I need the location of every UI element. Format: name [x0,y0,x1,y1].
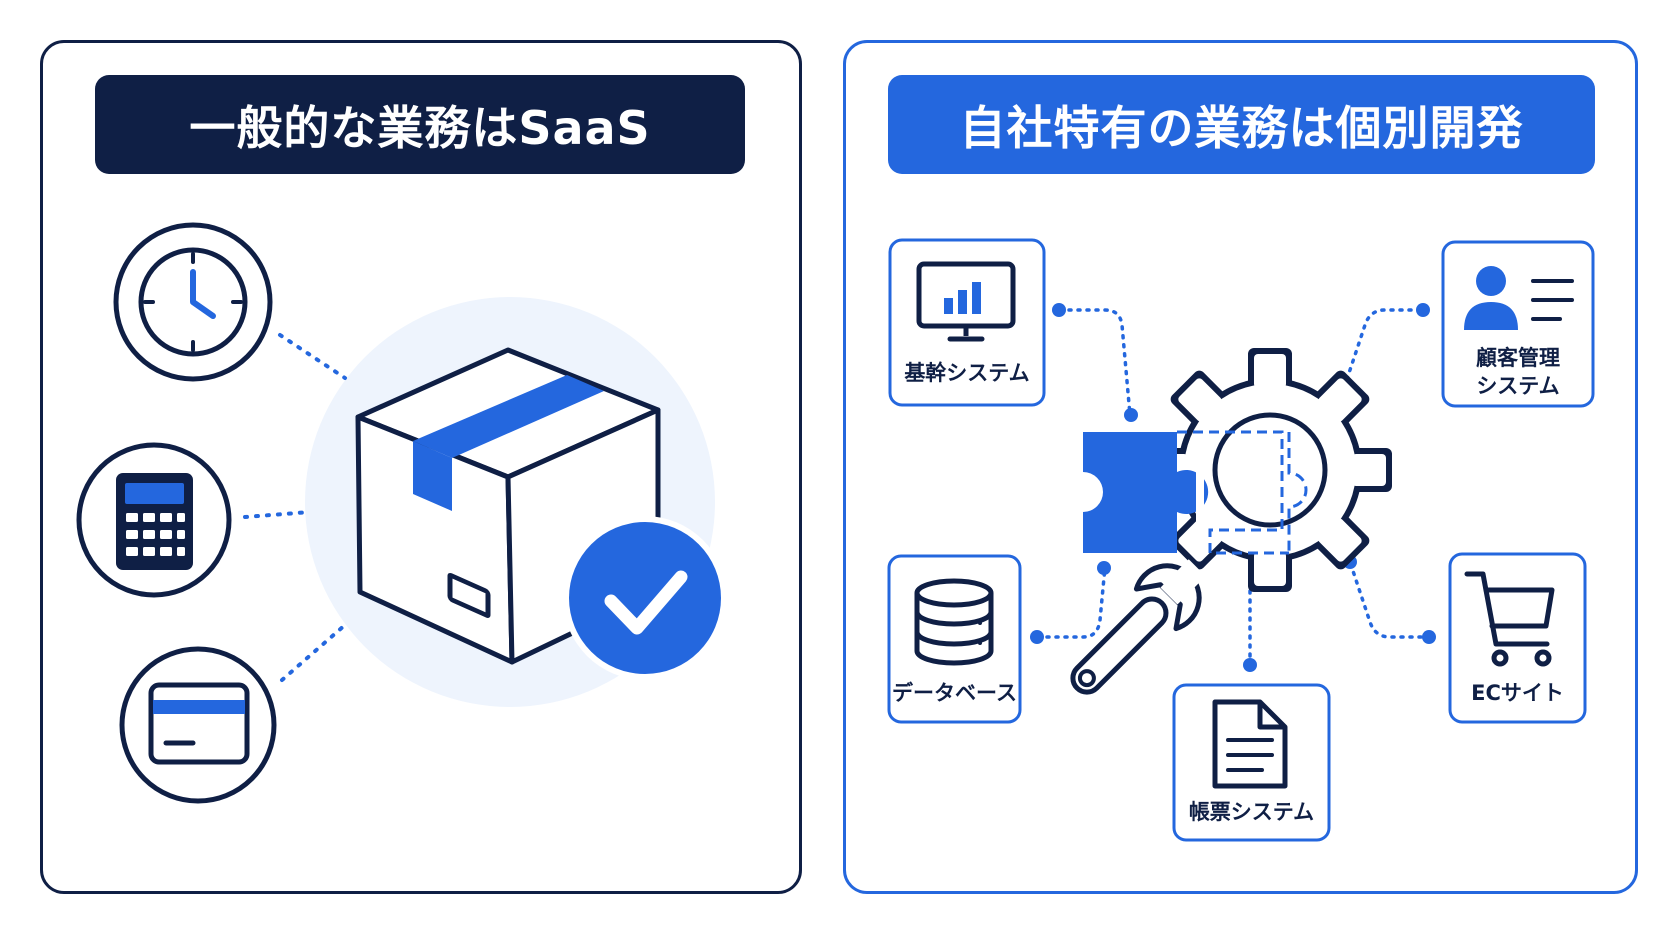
calculator-icon [76,442,232,598]
system-label-core: 基幹システム [904,361,1030,385]
system-label-crm: 顧客管理 システム [1476,346,1560,398]
document-icon [1212,699,1288,789]
customer-card-icon [1464,266,1574,330]
database-icon [914,578,994,666]
credit-card-icon [119,646,277,804]
cart-icon [1464,571,1555,667]
saas-title: 一般的な業務はSaaS [95,75,745,174]
left-connectors [243,333,347,682]
gear-icon [1148,348,1392,592]
system-label-report: 帳票システム [1188,800,1315,824]
system-label-ec: ECサイト [1471,681,1564,705]
wrench-icon [1070,559,1206,695]
custom-dev-title: 自社特有の業務は個別開発 [888,75,1595,174]
clock-icon [113,222,273,382]
check-badge-icon [563,516,727,680]
puzzle-piece-icon [1083,430,1308,555]
monitor-chart-icon [916,261,1016,342]
connector-dots [1030,303,1436,672]
system-label-database: データベース [892,681,1017,705]
